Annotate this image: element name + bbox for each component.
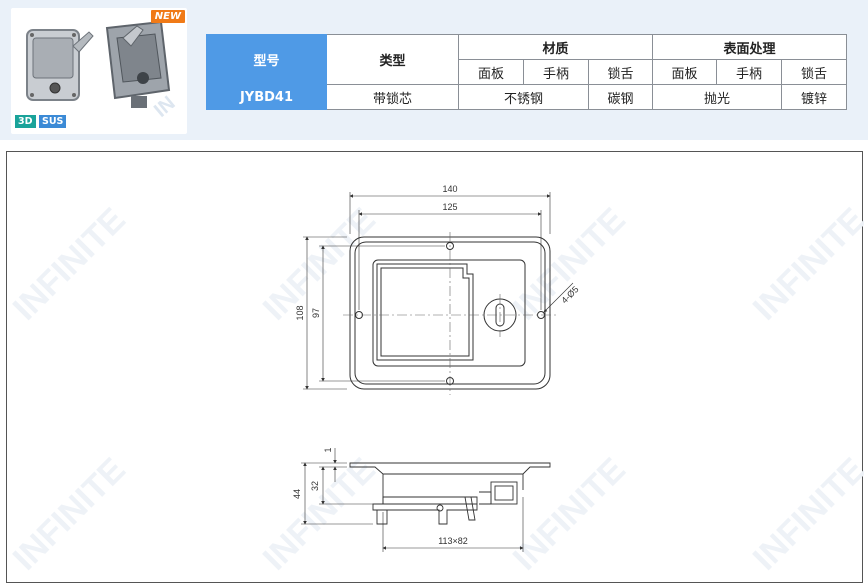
new-badge: NEW — [150, 10, 185, 23]
svg-text:INFINITE: INFINITE — [256, 451, 383, 578]
material-panel-handle-cell: 不锈钢 — [458, 84, 589, 110]
model-header: 型号 — [206, 34, 327, 85]
type-cell: 带锁芯 — [326, 84, 459, 110]
sub-header-material-panel: 面板 — [458, 59, 524, 85]
sub-header-surface-tongue: 锁舌 — [781, 59, 848, 85]
stainless-steel-tag: SUS — [39, 115, 67, 128]
material-tongue-cell: 碳钢 — [587, 84, 654, 110]
center-lines — [343, 232, 559, 395]
sub-header-surface-panel: 面板 — [652, 59, 718, 85]
type-header: 类型 — [326, 34, 459, 85]
dim-hole-spacing-y: 97 — [311, 308, 321, 318]
side-view — [349, 462, 551, 525]
svg-text:IN: IN — [150, 92, 179, 122]
product-thumbnail[interactable]: IN NEW 3D SUS — [11, 8, 187, 134]
svg-text:INFINITE: INFINITE — [746, 451, 864, 578]
dim-depth-inner: 32 — [310, 481, 320, 491]
surface-header: 表面处理 — [652, 34, 848, 60]
side-dimensions — [301, 448, 524, 552]
spec-table: 型号 类型 材质 表面处理 面板 手柄 锁舌 面板 手柄 锁舌 JYBD41 带… — [206, 34, 848, 110]
sub-header-surface-handle: 手柄 — [716, 59, 783, 85]
surface-tongue-cell: 镀锌 — [781, 84, 848, 110]
model-cell[interactable]: JYBD41 — [206, 84, 327, 110]
material-header: 材质 — [457, 34, 654, 60]
3d-model-tag[interactable]: 3D — [15, 115, 36, 128]
dim-outer-width: 140 — [442, 184, 457, 194]
dim-hole-spacing-x: 125 — [442, 202, 457, 212]
dim-cutout: 113×82 — [438, 536, 468, 546]
dim-thickness: 1 — [323, 447, 333, 452]
product-photo-illustration: IN — [26, 20, 180, 122]
dim-outer-height: 108 — [295, 305, 305, 320]
svg-text:INFINITE: INFINITE — [746, 201, 864, 328]
sub-header-material-handle: 手柄 — [523, 59, 589, 85]
svg-text:INFINITE: INFINITE — [506, 451, 633, 578]
svg-text:INFINITE: INFINITE — [7, 451, 133, 578]
surface-panel-handle-cell: 抛光 — [652, 84, 783, 110]
front-dimensions — [303, 192, 574, 390]
technical-drawing: INFINITE INFINITE INFINITE INFINITE INFI… — [6, 151, 864, 583]
sub-header-material-tongue: 锁舌 — [587, 59, 654, 85]
svg-text:INFINITE: INFINITE — [7, 201, 133, 328]
dim-depth-total: 44 — [292, 489, 302, 499]
